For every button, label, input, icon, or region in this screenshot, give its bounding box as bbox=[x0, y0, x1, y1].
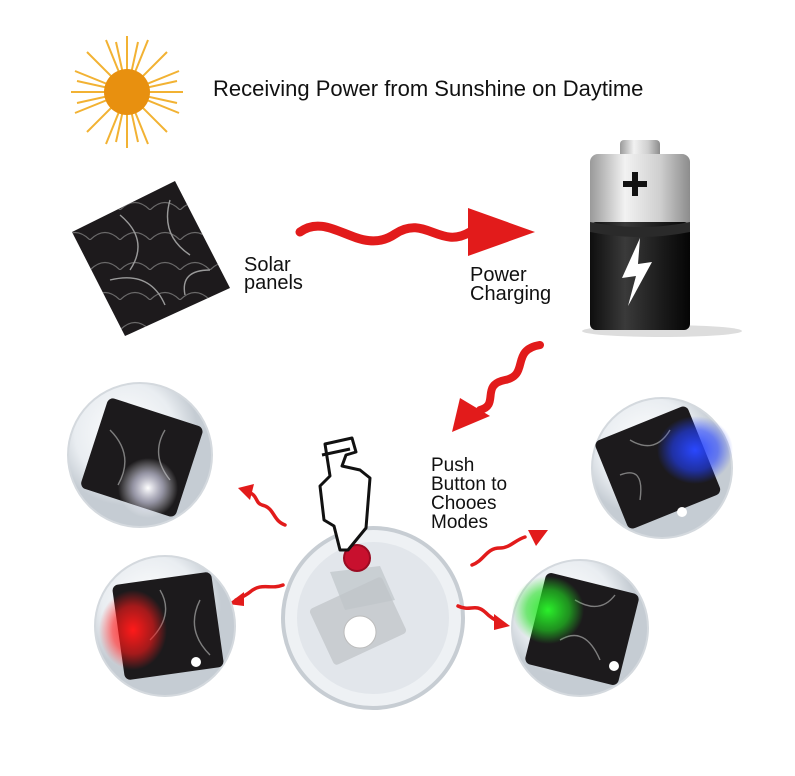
mode-light-red bbox=[94, 555, 236, 697]
mode-light-blue bbox=[591, 397, 733, 539]
mode-light-green bbox=[511, 559, 649, 697]
push-button-label: Push Button to Chooes Modes bbox=[431, 455, 508, 533]
solar-panels-label: Solar panels bbox=[244, 254, 303, 294]
mode-light-white bbox=[67, 382, 213, 528]
diagram-title: Receiving Power from Sunshine on Daytime bbox=[213, 76, 644, 101]
central-light-device bbox=[281, 526, 465, 710]
power-charging-label: Power Charging bbox=[470, 264, 552, 305]
sun-icon bbox=[71, 36, 183, 148]
pointing-hand-icon bbox=[318, 436, 372, 552]
battery-icon bbox=[582, 140, 742, 337]
power-arrow bbox=[295, 208, 535, 256]
solar-panel-icon bbox=[72, 181, 230, 336]
mode-arrowheads bbox=[228, 484, 548, 630]
charge-arrow bbox=[452, 341, 544, 432]
